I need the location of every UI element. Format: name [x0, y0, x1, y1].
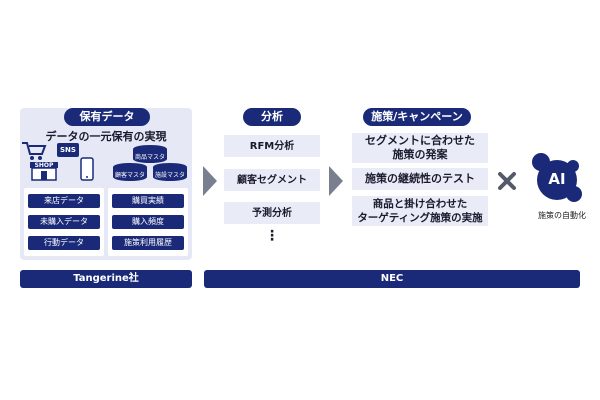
- analysis-item-rfm: RFM分析: [224, 135, 320, 157]
- data-item-usage-history: 施策利用履歴: [112, 236, 184, 250]
- campaign-title: 施策/キャンペーン: [363, 108, 471, 126]
- analysis-item-prediction: 予測分析: [224, 202, 320, 224]
- ai-caption: 施策の自動化: [538, 211, 586, 220]
- owned-data-title: 保有データ: [64, 108, 150, 126]
- analysis-item-segment: 顧客セグメント: [224, 169, 320, 191]
- data-item-unpurchased: 未購入データ: [28, 215, 100, 229]
- multiply-icon: [498, 172, 516, 190]
- data-item-purchase-frequency: 購入頻度: [112, 215, 184, 229]
- data-item-behavior: 行動データ: [28, 236, 100, 250]
- shop-icon: [30, 162, 58, 181]
- campaign-item-targeting: 商品と掛け合わせた ターゲティング施策の実施: [352, 196, 488, 226]
- db-label-customer: 顧客マスタ: [114, 172, 145, 179]
- owned-data-subtitle: データの一元保有の実現: [45, 130, 167, 143]
- data-item-purchase-results: 購買実績: [112, 194, 184, 208]
- analysis-ellipsis: ⋮: [265, 228, 279, 244]
- ai-blob-icon: [532, 153, 582, 202]
- db-label-product: 商品マスタ: [134, 154, 165, 161]
- tangerine-footer-bar: Tangerine社: [20, 270, 192, 288]
- database-cylinders-icon: [113, 145, 187, 181]
- shopping-cart-icon: [22, 142, 47, 160]
- analysis-title: 分析: [243, 108, 301, 126]
- chevron-right-icon: [329, 166, 343, 196]
- ai-label: AI: [548, 170, 566, 188]
- smartphone-icon: [80, 157, 94, 181]
- shop-label: SHOP: [34, 162, 54, 169]
- nec-footer-bar: NEC: [204, 270, 580, 288]
- campaign-item-test: 施策の継続性のテスト: [352, 168, 488, 190]
- chevron-right-icon: [203, 166, 217, 196]
- data-item-visit: 来店データ: [28, 194, 100, 208]
- campaign-item-plan: セグメントに合わせた 施策の発案: [352, 133, 488, 163]
- db-label-facility: 施設マスタ: [154, 172, 185, 179]
- sns-bubble-icon: SNS: [57, 143, 79, 157]
